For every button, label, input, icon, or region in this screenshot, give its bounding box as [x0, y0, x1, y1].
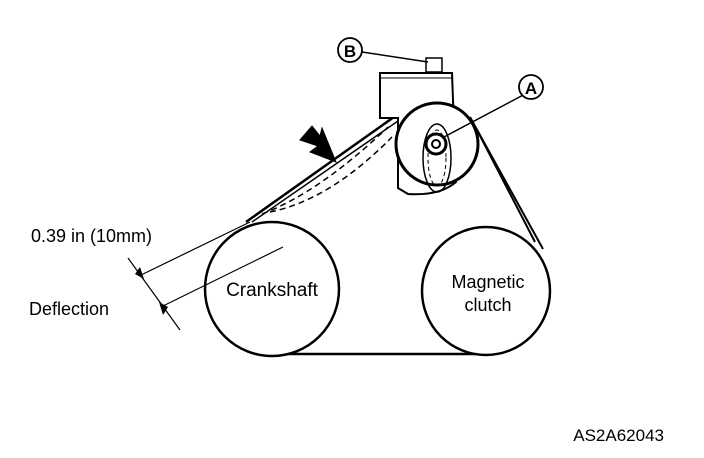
pulley-adjust-slot-dashed [427, 129, 447, 187]
pulley-bolt-inner [431, 139, 441, 149]
deflection-arrow-icon [299, 125, 337, 163]
callout-b: B [337, 37, 429, 63]
measurement-value-label: 0.39 in (10mm) [31, 226, 152, 246]
callout-a-circle [518, 74, 544, 100]
dimension-arrowheads [135, 267, 168, 315]
arrowhead-upper-icon [135, 267, 144, 279]
crankshaft-pulley [203, 220, 341, 358]
deflection-dimension [127, 221, 284, 331]
arrowhead-lower-icon [159, 302, 168, 315]
callout-b-circle [337, 37, 363, 63]
dimension-extension-lower [162, 246, 284, 307]
magnetic-clutch-label-line1: Magnetic [451, 272, 524, 292]
belt-deflected-dashed-1 [261, 126, 389, 215]
dimension-extension-upper [138, 221, 251, 277]
belt-right-span-inner [475, 127, 536, 243]
callout-b-leader [361, 51, 429, 63]
callout-a-letter: A [525, 79, 537, 98]
compressor-top-fitting [425, 57, 443, 73]
belt-deflected-dashed-2 [269, 136, 393, 213]
deflection-label: Deflection [29, 299, 109, 319]
figure-code: AS2A62043 [573, 426, 664, 445]
callout-a-leader [443, 92, 528, 138]
pulley-adjust-slot [422, 123, 452, 193]
dimension-line [127, 257, 181, 331]
drive-belt [245, 110, 544, 356]
compressor-pulley [394, 101, 480, 193]
magnetic-clutch-label-line2: clutch [464, 295, 511, 315]
belt-top-span-inner [251, 120, 399, 223]
crankshaft-label: Crankshaft [226, 280, 319, 301]
callout-b-letter: B [344, 42, 356, 61]
magnetic-clutch-pulley [420, 225, 552, 357]
callout-a: A [443, 74, 544, 138]
belt-top-span-outer [245, 110, 402, 224]
